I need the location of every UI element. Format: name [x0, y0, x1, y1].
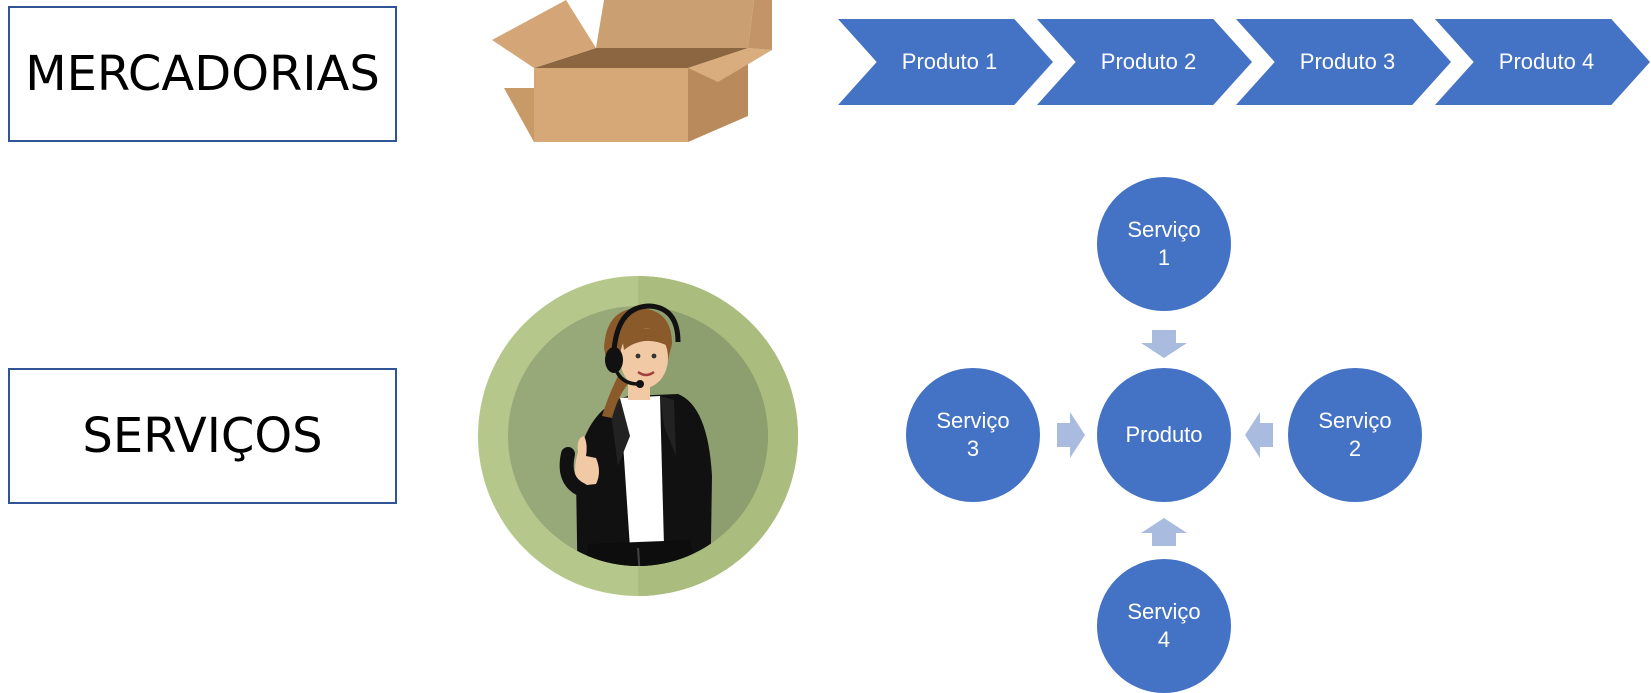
service-3-label: Serviço 3: [936, 408, 1010, 461]
arrow-down-icon: [1141, 330, 1187, 358]
process-step-2-label: Produto 2: [1100, 49, 1197, 74]
service-2-label: Serviço 2: [1318, 408, 1392, 461]
process-step-3-label: Produto 3: [1299, 49, 1396, 74]
process-step-4-label: Produto 4: [1498, 49, 1595, 74]
goods-label-box: MERCADORIAS: [8, 6, 397, 142]
service-3-node: Serviço 3: [906, 368, 1040, 502]
process-step-1: Produto 1: [838, 19, 1053, 105]
process-step-1-label: Produto 1: [901, 49, 998, 74]
support-agent-icon: [478, 276, 798, 596]
process-step-4: Produto 4: [1435, 19, 1650, 105]
service-4-label: Serviço 4: [1127, 599, 1201, 652]
service-4-node: Serviço 4: [1097, 559, 1231, 693]
goods-label: MERCADORIAS: [25, 46, 380, 102]
open-cardboard-box-icon: [492, 0, 772, 142]
product-hub-node: Produto: [1097, 368, 1231, 502]
services-label-box: SERVIÇOS: [8, 368, 397, 504]
service-1-node: Serviço 1: [1097, 177, 1231, 311]
arrow-right-icon: [1057, 412, 1085, 458]
service-2-node: Serviço 2: [1288, 368, 1422, 502]
process-step-2: Produto 2: [1037, 19, 1252, 105]
services-label: SERVIÇOS: [82, 408, 323, 464]
process-step-3: Produto 3: [1236, 19, 1451, 105]
product-hub-label: Produto: [1125, 422, 1203, 447]
arrow-up-icon: [1141, 518, 1187, 546]
service-1-label: Serviço 1: [1127, 217, 1201, 270]
arrow-left-icon: [1245, 412, 1273, 458]
